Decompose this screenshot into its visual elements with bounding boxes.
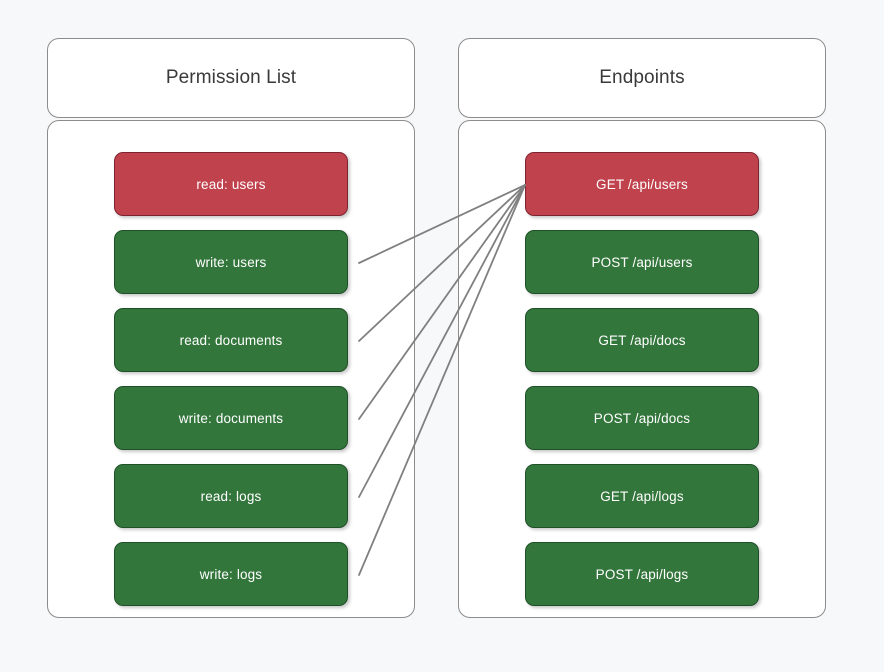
permission-node-write-logs[interactable]: write: logs <box>114 542 348 606</box>
permission-node-read-documents[interactable]: read: documents <box>114 308 348 372</box>
permission-list-body: read: users write: users read: documents… <box>47 120 415 618</box>
permission-node-write-documents[interactable]: write: documents <box>114 386 348 450</box>
endpoint-node-list: GET /api/users POST /api/users GET /api/… <box>459 121 825 617</box>
permission-node-list: read: users write: users read: documents… <box>48 121 414 617</box>
permission-list-header: Permission List <box>47 38 415 118</box>
endpoint-node-post-logs[interactable]: POST /api/logs <box>525 542 759 606</box>
permission-node-read-logs[interactable]: read: logs <box>114 464 348 528</box>
endpoints-panel: Endpoints GET /api/users POST /api/users… <box>458 38 826 618</box>
permission-list-panel: Permission List read: users write: users… <box>47 38 415 618</box>
endpoints-title: Endpoints <box>599 67 685 88</box>
endpoints-body: GET /api/users POST /api/users GET /api/… <box>458 120 826 618</box>
permission-list-title: Permission List <box>165 67 297 88</box>
endpoint-node-post-users[interactable]: POST /api/users <box>525 230 759 294</box>
endpoint-node-post-docs[interactable]: POST /api/docs <box>525 386 759 450</box>
permission-node-read-users[interactable]: read: users <box>114 152 348 216</box>
endpoint-node-get-users[interactable]: GET /api/users <box>525 152 759 216</box>
endpoint-node-get-logs[interactable]: GET /api/logs <box>525 464 759 528</box>
permission-node-write-users[interactable]: write: users <box>114 230 348 294</box>
endpoint-node-get-docs[interactable]: GET /api/docs <box>525 308 759 372</box>
endpoints-header: Endpoints <box>458 38 826 118</box>
